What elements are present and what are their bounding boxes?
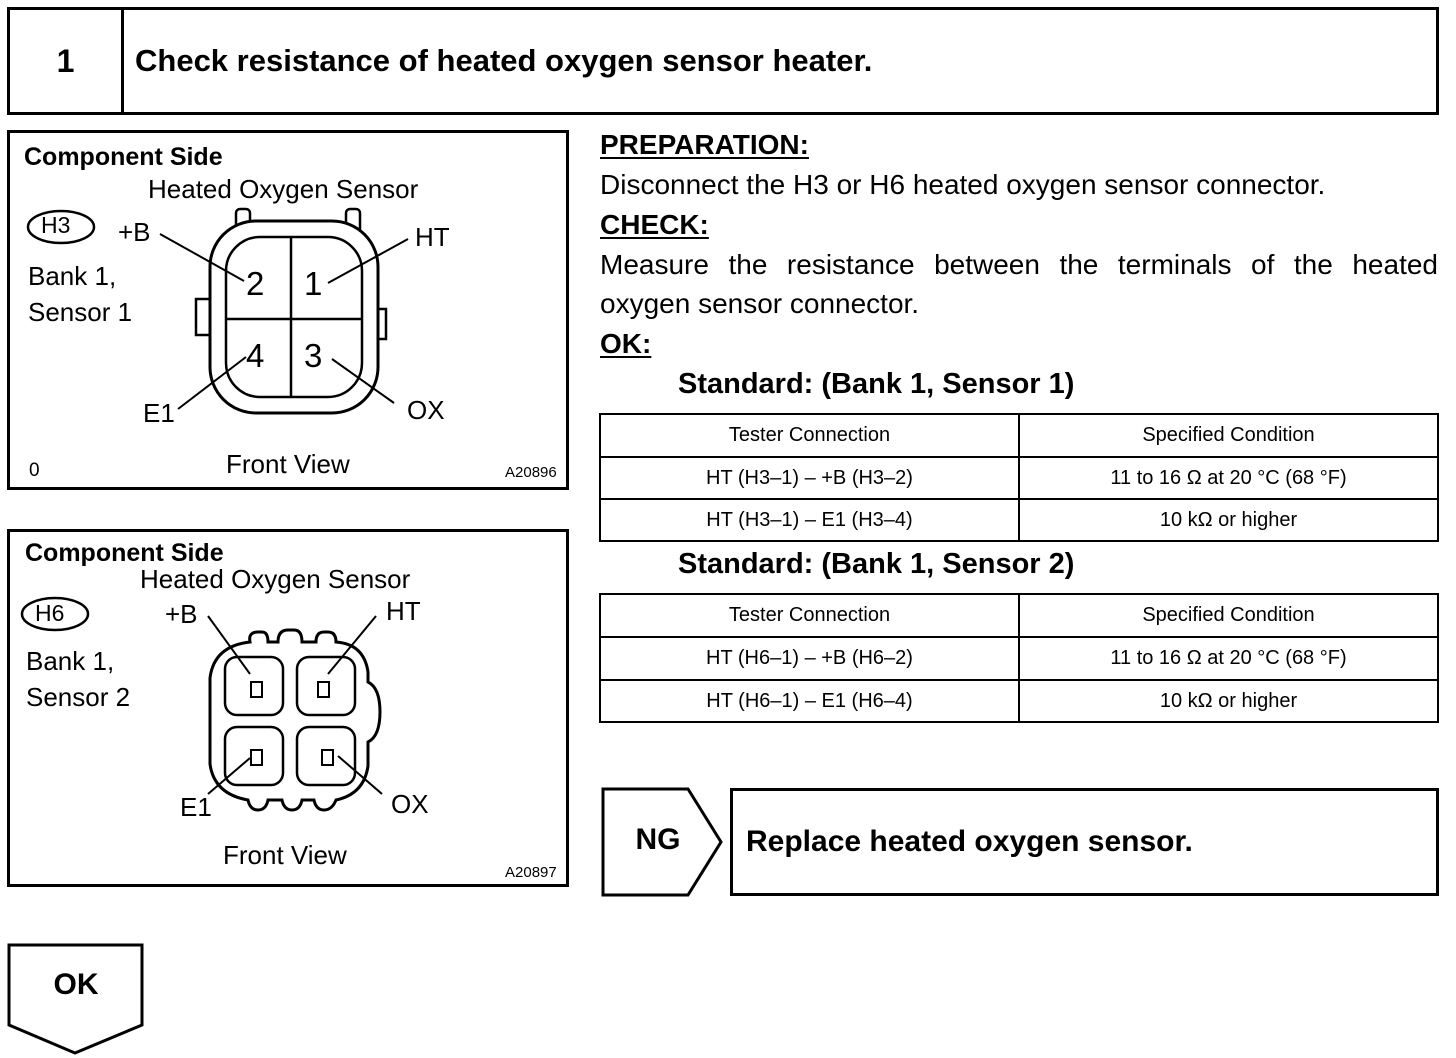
table-row: HT (H3–1) – +B (H3–2) 11 to 16 Ω at 20 °…: [599, 456, 1439, 500]
header-specified-condition: Specified Condition: [1018, 413, 1439, 458]
table2-title: Standard: (Bank 1, Sensor 2): [678, 548, 1075, 580]
cell-connection: HT (H3–1) – +B (H3–2): [599, 456, 1020, 500]
spec-table-sensor2: Tester Connection Specified Condition HT…: [599, 593, 1439, 723]
preparation-heading: PREPARATION:: [600, 129, 809, 160]
table-row: HT (H3–1) – E1 (H3–4) 10 kΩ or higher: [599, 498, 1439, 542]
table-row: HT (H6–1) – E1 (H6–4) 10 kΩ or higher: [599, 679, 1439, 723]
cavity-2: [295, 655, 357, 717]
leader-ht: [327, 238, 409, 284]
pin-number-2: 2: [246, 265, 265, 302]
component-side-label: Component Side: [24, 143, 223, 171]
cell-connection: HT (H3–1) – E1 (H3–4): [599, 498, 1020, 542]
location-line2: Sensor 2: [26, 682, 131, 712]
ng-result-box: Replace heated oxygen sensor.: [730, 788, 1439, 896]
connector-id-label: H3: [41, 212, 71, 238]
cell-condition: 11 to 16 Ω at 20 °C (68 °F): [1018, 636, 1439, 681]
step-number: 1: [10, 10, 124, 112]
terminal-e1: [250, 749, 263, 766]
ok-arrow-shape: [7, 943, 144, 1055]
sensor-name-label: Heated Oxygen Sensor: [148, 174, 419, 204]
view-label: Front View: [226, 449, 350, 479]
table-header-row: Tester Connection Specified Condition: [599, 593, 1439, 638]
figure-code: A20897: [505, 864, 557, 881]
connector-housing-outer: [208, 219, 380, 415]
terminal-plus-b: [250, 681, 263, 698]
step-title: Check resistance of heated oxygen sensor…: [135, 43, 873, 78]
terminal-ht: [317, 681, 330, 698]
location-line1: Bank 1,: [26, 646, 115, 676]
location-line2: Sensor 1: [28, 297, 133, 327]
pin-label-plus-b: +B: [165, 599, 198, 629]
cavity-4: [295, 725, 357, 787]
connector-h3-drawing: [26, 207, 409, 415]
check-text-line1: Measure the resistance between the termi…: [600, 249, 1438, 280]
view-label: Front View: [223, 840, 347, 870]
connector-id-oval: [26, 209, 96, 245]
terminal-ox: [321, 749, 334, 766]
pin-label-ox: OX: [407, 395, 445, 425]
step-header: 1 Check resistance of heated oxygen sens…: [7, 7, 1439, 115]
check-heading: CHECK:: [600, 209, 709, 240]
pin-label-ht: HT: [386, 596, 421, 626]
connector-h6-drawing: [20, 596, 383, 812]
pin-number-1: 1: [304, 265, 323, 302]
pin-label-e1: E1: [143, 398, 175, 428]
ng-arrow-shape: [601, 787, 723, 897]
ng-label: NG: [635, 823, 681, 856]
leader-plus-b: [207, 615, 251, 675]
pin-label-e1: E1: [180, 792, 212, 822]
cell-condition: 11 to 16 Ω at 20 °C (68 °F): [1018, 456, 1439, 500]
header-specified-condition: Specified Condition: [1018, 593, 1439, 638]
leader-e1: [177, 356, 247, 410]
connector-housing-inner: [224, 235, 364, 399]
leader-ox: [337, 755, 383, 795]
ng-result-text: Replace heated oxygen sensor.: [746, 825, 1193, 858]
table-row: HT (H6–1) – +B (H6–2) 11 to 16 Ω at 20 °…: [599, 636, 1439, 681]
check-text-line2: oxygen sensor connector.: [600, 288, 920, 319]
pin-label-ht: HT: [415, 222, 450, 252]
leader-ht: [327, 615, 377, 675]
cell-connection: HT (H6–1) – +B (H6–2): [599, 636, 1020, 681]
header-tester-connection: Tester Connection: [599, 593, 1020, 638]
connector-id-oval: [20, 596, 90, 632]
leader-ox: [331, 358, 395, 404]
pin-label-plus-b: +B: [118, 217, 151, 247]
cell-connection: HT (H6–1) – E1 (H6–4): [599, 679, 1020, 723]
location-line1: Bank 1,: [28, 261, 117, 291]
ok-label: OK: [53, 968, 99, 1001]
sensor-name-label: Heated Oxygen Sensor: [140, 564, 411, 594]
cavity-3: [223, 725, 285, 787]
ok-heading: OK:: [600, 328, 652, 359]
corner-mark: 0: [29, 460, 40, 481]
figure-code: A20896: [505, 464, 557, 481]
leader-e1: [207, 757, 251, 795]
pin-number-3: 3: [304, 337, 323, 374]
connector-diagram-h3: Component Side Heated Oxygen Sensor H3 +…: [7, 130, 569, 490]
connector-diagram-h6: Component Side Heated Oxygen Sensor H6 +…: [7, 529, 569, 887]
cavity-1: [223, 655, 285, 717]
header-tester-connection: Tester Connection: [599, 413, 1020, 458]
component-side-label: Component Side: [25, 539, 224, 567]
connector-id-label: H6: [35, 600, 65, 626]
leader-plus-b: [159, 233, 245, 282]
table1-title: Standard: (Bank 1, Sensor 1): [678, 368, 1075, 400]
table-header-row: Tester Connection Specified Condition: [599, 413, 1439, 458]
pin-number-4: 4: [246, 337, 265, 374]
cell-condition: 10 kΩ or higher: [1018, 679, 1439, 723]
pin-label-ox: OX: [391, 789, 429, 819]
preparation-text: Disconnect the H3 or H6 heated oxygen se…: [600, 169, 1326, 200]
spec-table-sensor1: Tester Connection Specified Condition HT…: [599, 413, 1439, 542]
cell-condition: 10 kΩ or higher: [1018, 498, 1439, 542]
